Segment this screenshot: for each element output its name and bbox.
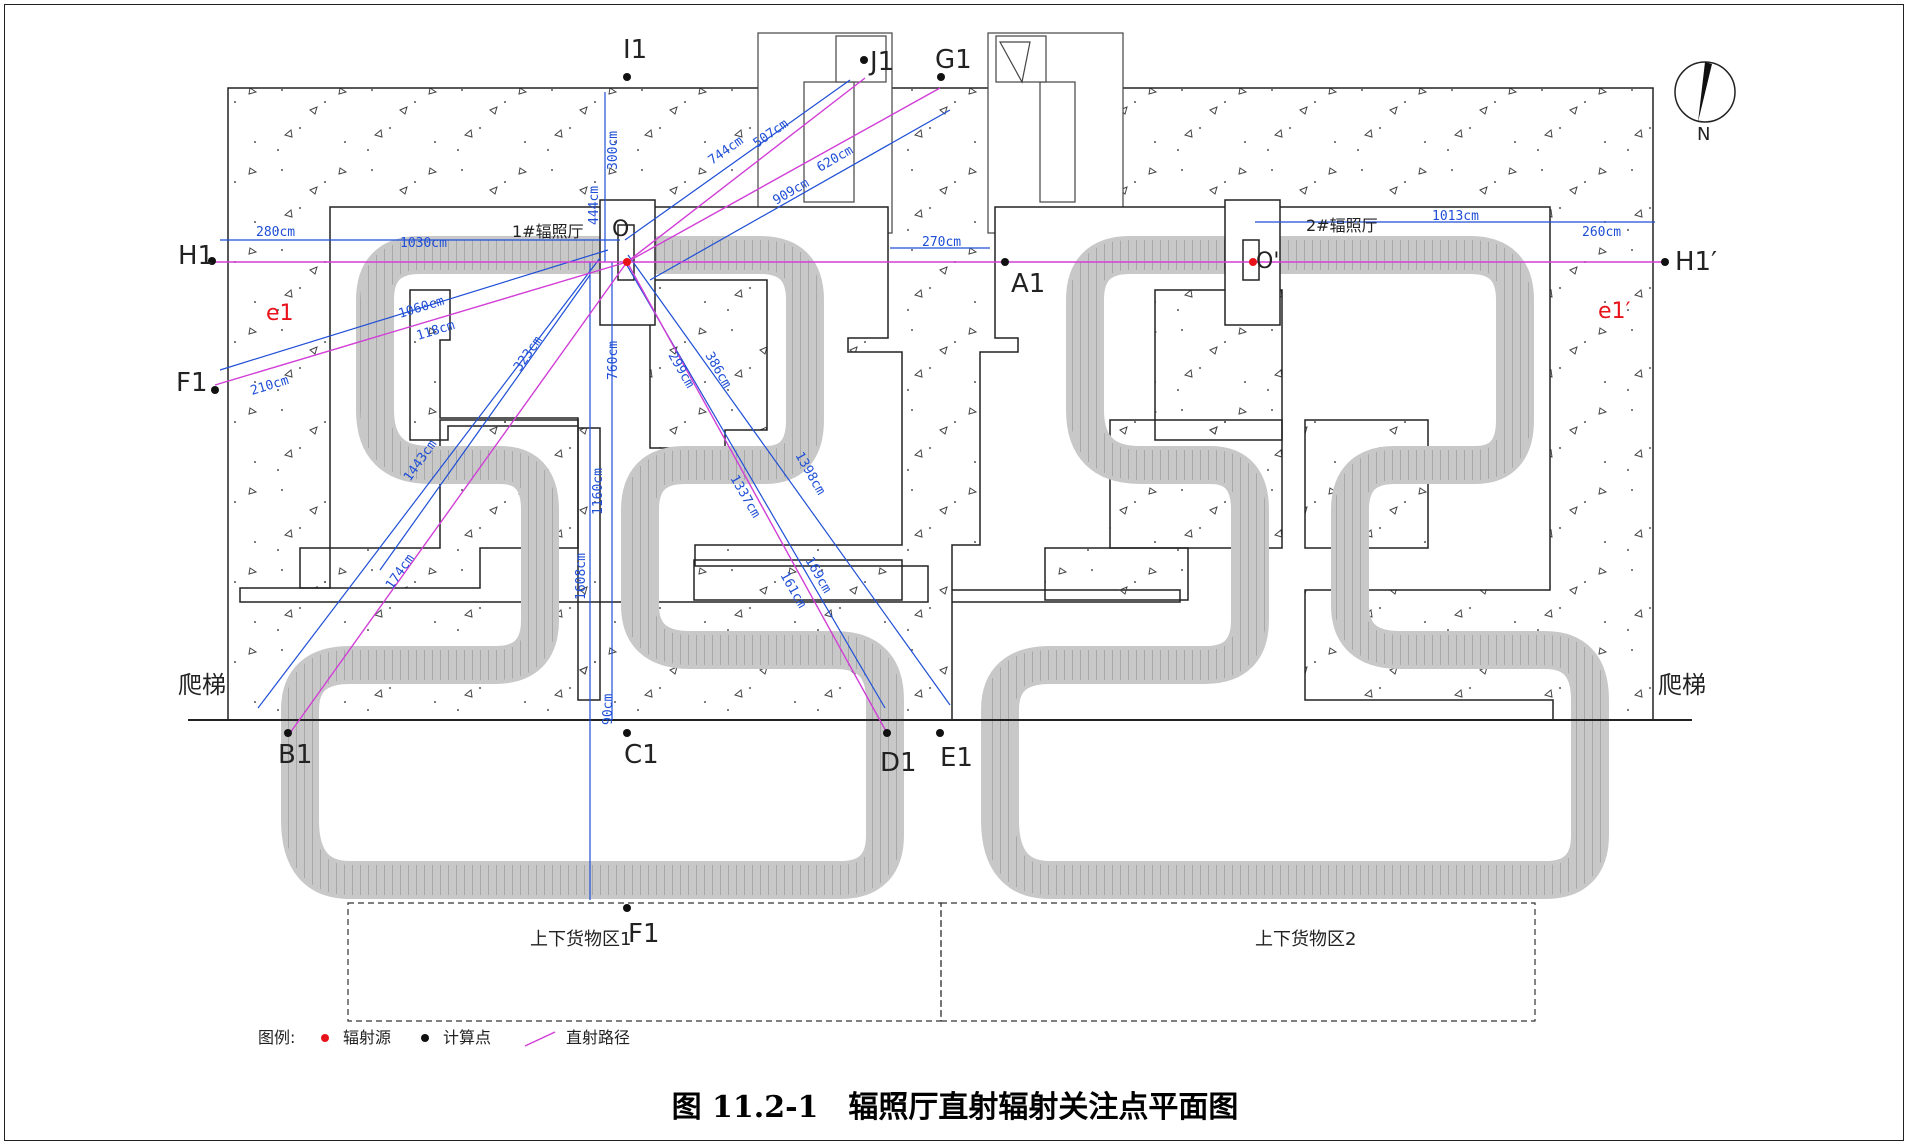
point-d1-label: D1 xyxy=(880,748,917,778)
zone-e1-prime-label: e1′ xyxy=(1598,299,1631,324)
point-b1-label: B1 xyxy=(278,740,312,770)
source-o-dot xyxy=(623,258,631,266)
point-j1-label: J1 xyxy=(868,47,894,77)
dim-1608: 1608cm xyxy=(574,553,589,600)
point-i1-label: I1 xyxy=(623,35,647,65)
loading-areas xyxy=(347,902,1536,1022)
dim-1013: 1013cm xyxy=(1432,209,1479,224)
loading-area-1-label: 上下货物区1 xyxy=(530,929,631,950)
conveyor-left xyxy=(281,236,904,899)
north-arrow: N xyxy=(1674,61,1736,145)
legend-calc-dot xyxy=(421,1034,429,1042)
north-label: N xyxy=(1697,124,1710,145)
dim-280: 280cm xyxy=(256,225,295,240)
source-o-label: O xyxy=(612,217,629,242)
legend-title: 图例: xyxy=(258,1028,295,1047)
point-f1-bottom-label: F1 xyxy=(628,919,660,949)
loading-area-2-label: 上下货物区2 xyxy=(1255,929,1356,950)
point-g1-label: G1 xyxy=(935,45,972,75)
calc-points xyxy=(208,56,1669,912)
ladder-left-label: 爬梯 xyxy=(178,671,226,699)
maze-walls xyxy=(299,279,1429,701)
point-h1-prime-label: H1′ xyxy=(1675,247,1717,277)
dim-1160: 1160cm xyxy=(591,468,606,515)
legend-source-dot xyxy=(321,1034,329,1042)
floor-plan: N 1#辐照厅 2#辐照厅 上下货物区1 上下货物区2 爬梯 爬梯 e1 e1′… xyxy=(176,32,1736,1047)
dim-444: 444cm xyxy=(587,186,602,225)
source-markers: O O' xyxy=(612,217,1279,274)
dim-760: 760cm xyxy=(606,341,621,380)
conveyor-right xyxy=(981,236,1609,899)
point-f1-label: F1 xyxy=(176,368,208,398)
dim-300: 300cm xyxy=(606,131,621,170)
source-o-prime-label: O' xyxy=(1256,249,1279,274)
point-a1-label: A1 xyxy=(1011,269,1045,299)
point-e1-label: E1 xyxy=(940,743,973,773)
zone-e1-label: e1 xyxy=(266,301,294,326)
point-c1-label: C1 xyxy=(624,740,659,770)
legend: 图例: 辐射源 计算点 直射路径 xyxy=(258,1028,630,1047)
legend-calc-label: 计算点 xyxy=(443,1028,491,1047)
legend-source-label: 辐射源 xyxy=(343,1028,391,1047)
figure-caption: 图 11.2-1 辐照厅直射辐射关注点平面图 xyxy=(671,1090,1239,1125)
dim-270: 270cm xyxy=(922,235,961,250)
direct-paths xyxy=(214,77,1662,734)
hall1-label: 1#辐照厅 xyxy=(512,222,584,241)
dim-1030: 1030cm xyxy=(400,236,447,251)
source-o-prime-dot xyxy=(1249,258,1257,266)
legend-path-label: 直射路径 xyxy=(566,1028,630,1047)
dimension-lines xyxy=(219,79,1655,900)
dim-90: 90cm xyxy=(601,694,616,725)
ladder-right-label: 爬梯 xyxy=(1658,671,1706,699)
point-h1-label: H1 xyxy=(178,241,214,271)
dim-260: 260cm xyxy=(1582,225,1621,240)
figure-frame xyxy=(4,4,1904,1141)
hall2-label: 2#辐照厅 xyxy=(1306,216,1378,235)
legend-path-swatch xyxy=(524,1031,556,1047)
